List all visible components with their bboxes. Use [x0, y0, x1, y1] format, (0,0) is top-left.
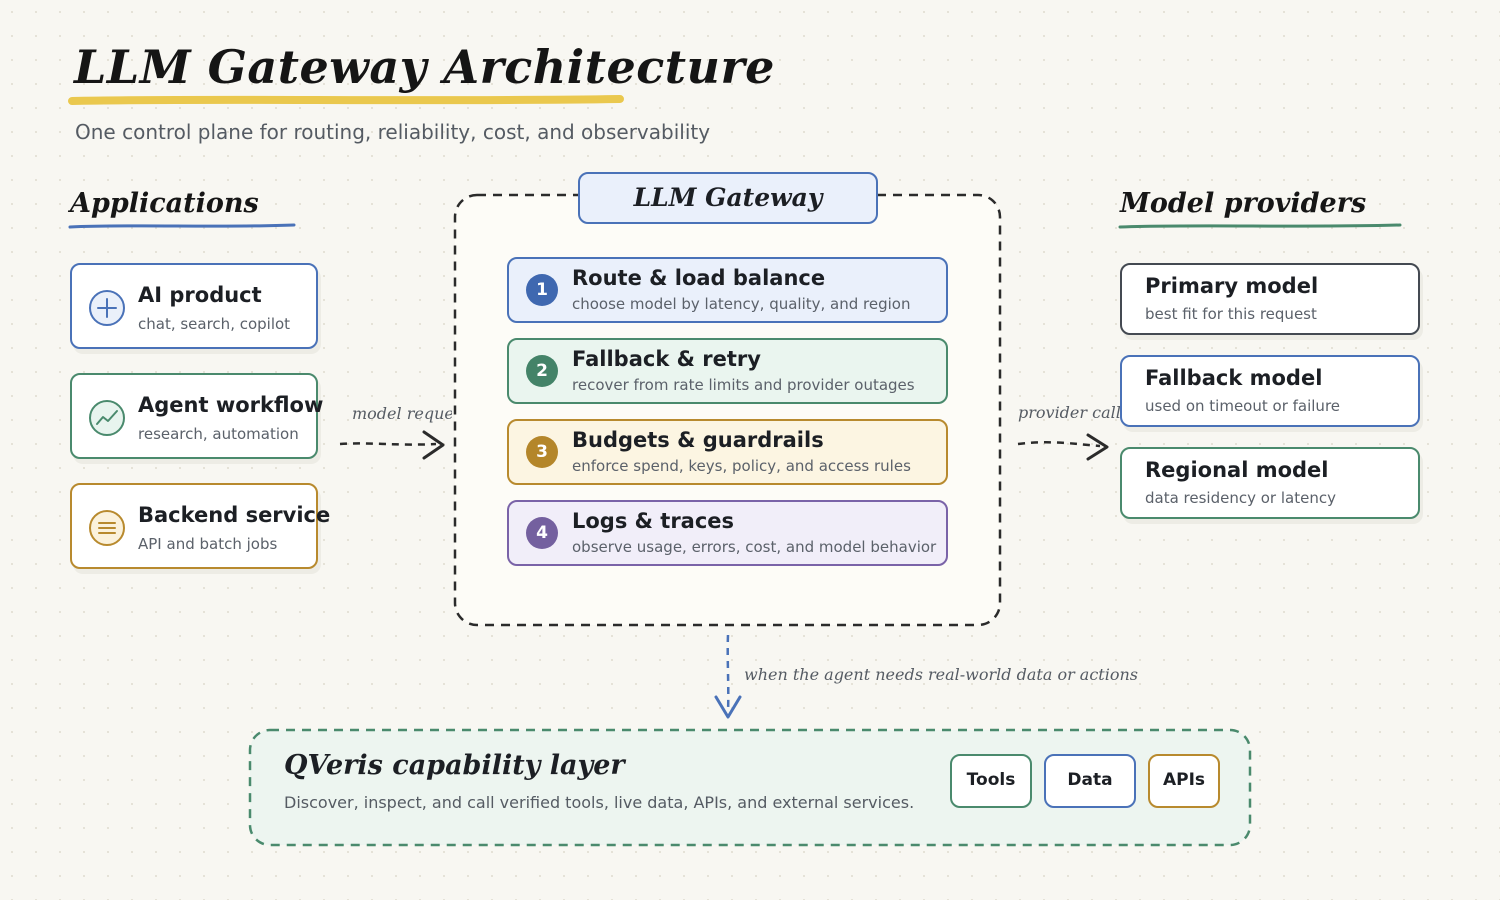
capability-arrowhead: [714, 695, 742, 719]
provider-subtitle: best fit for this request: [1145, 305, 1317, 323]
provider-calls-arrowhead: [1086, 433, 1109, 461]
provider-card-fallback[interactable]: Fallback model used on timeout or failur…: [1120, 355, 1420, 427]
chip-data[interactable]: Data: [1044, 754, 1136, 808]
applications-heading: Applications: [70, 188, 259, 219]
app-card-agent-workflow[interactable]: Agent workflow research, automation: [70, 373, 323, 459]
gateway-title: LLM Gateway: [633, 183, 823, 212]
app-card-ai-product[interactable]: AI product chat, search, copilot: [70, 263, 318, 349]
provider-subtitle: used on timeout or failure: [1145, 397, 1341, 415]
step-number: 3: [526, 436, 558, 468]
list-lines-icon: [89, 510, 125, 546]
capability-arrow: [726, 634, 730, 713]
app-title: Agent workflow: [138, 393, 324, 417]
step-number: 2: [526, 355, 558, 387]
step-subtitle: enforce spend, keys, policy, and access …: [572, 457, 911, 475]
step-title: Logs & traces: [572, 509, 735, 533]
model-requests-label: model requests: [352, 404, 452, 423]
step-subtitle: recover from rate limits and provider ou…: [572, 376, 915, 394]
capability-title: QVeris capability layer: [284, 750, 625, 781]
app-subtitle: research, automation: [138, 425, 299, 443]
chip-tools[interactable]: Tools: [950, 754, 1032, 808]
step-subtitle: observe usage, errors, cost, and model b…: [572, 538, 937, 556]
providers-heading: Model providers: [1120, 188, 1367, 219]
provider-subtitle: data residency or latency: [1145, 489, 1336, 507]
plus-circle-icon: [89, 290, 125, 326]
chip-apis[interactable]: APIs: [1148, 754, 1220, 808]
gateway-step-budgets[interactable]: 3 Budgets & guardrails enforce spend, ke…: [507, 419, 948, 485]
app-title: AI product: [138, 283, 262, 307]
capability-arrow-label: when the agent needs real-world data or …: [744, 665, 1138, 684]
app-subtitle: API and batch jobs: [138, 535, 278, 553]
model-requests-arrow: [339, 442, 437, 446]
trend-line-icon: [89, 400, 125, 436]
gateway-step-route[interactable]: 1 Route & load balance choose model by l…: [507, 257, 948, 323]
gateway-title-tab: LLM Gateway: [578, 172, 878, 224]
provider-title: Primary model: [1145, 274, 1319, 298]
model-requests-arrowhead: [422, 430, 445, 460]
app-card-backend-service[interactable]: Backend service API and batch jobs: [70, 483, 330, 569]
step-title: Route & load balance: [572, 266, 826, 290]
applications-underline: [68, 223, 296, 229]
gateway-step-logs[interactable]: 4 Logs & traces observe usage, errors, c…: [507, 500, 948, 566]
provider-title: Fallback model: [1145, 366, 1323, 390]
page-subtitle: One control plane for routing, reliabili…: [75, 120, 711, 144]
step-number: 4: [526, 517, 558, 549]
provider-card-primary[interactable]: Primary model best fit for this request: [1120, 263, 1420, 335]
step-subtitle: choose model by latency, quality, and re…: [572, 295, 911, 313]
title-underline: [68, 95, 624, 105]
page-title: LLM Gateway Architecture: [74, 40, 775, 94]
capability-description: Discover, inspect, and call verified too…: [284, 793, 915, 812]
step-title: Fallback & retry: [572, 347, 761, 371]
provider-calls-label: provider calls: [1018, 403, 1120, 422]
step-number: 1: [526, 274, 558, 306]
app-subtitle: chat, search, copilot: [138, 315, 291, 333]
step-title: Budgets & guardrails: [572, 428, 824, 452]
app-title: Backend service: [138, 503, 331, 527]
provider-title: Regional model: [1145, 458, 1329, 482]
providers-underline: [1118, 223, 1402, 229]
provider-card-regional[interactable]: Regional model data residency or latency: [1120, 447, 1420, 519]
provider-calls-arrow: [1017, 441, 1101, 448]
gateway-step-fallback[interactable]: 2 Fallback & retry recover from rate lim…: [507, 338, 948, 404]
